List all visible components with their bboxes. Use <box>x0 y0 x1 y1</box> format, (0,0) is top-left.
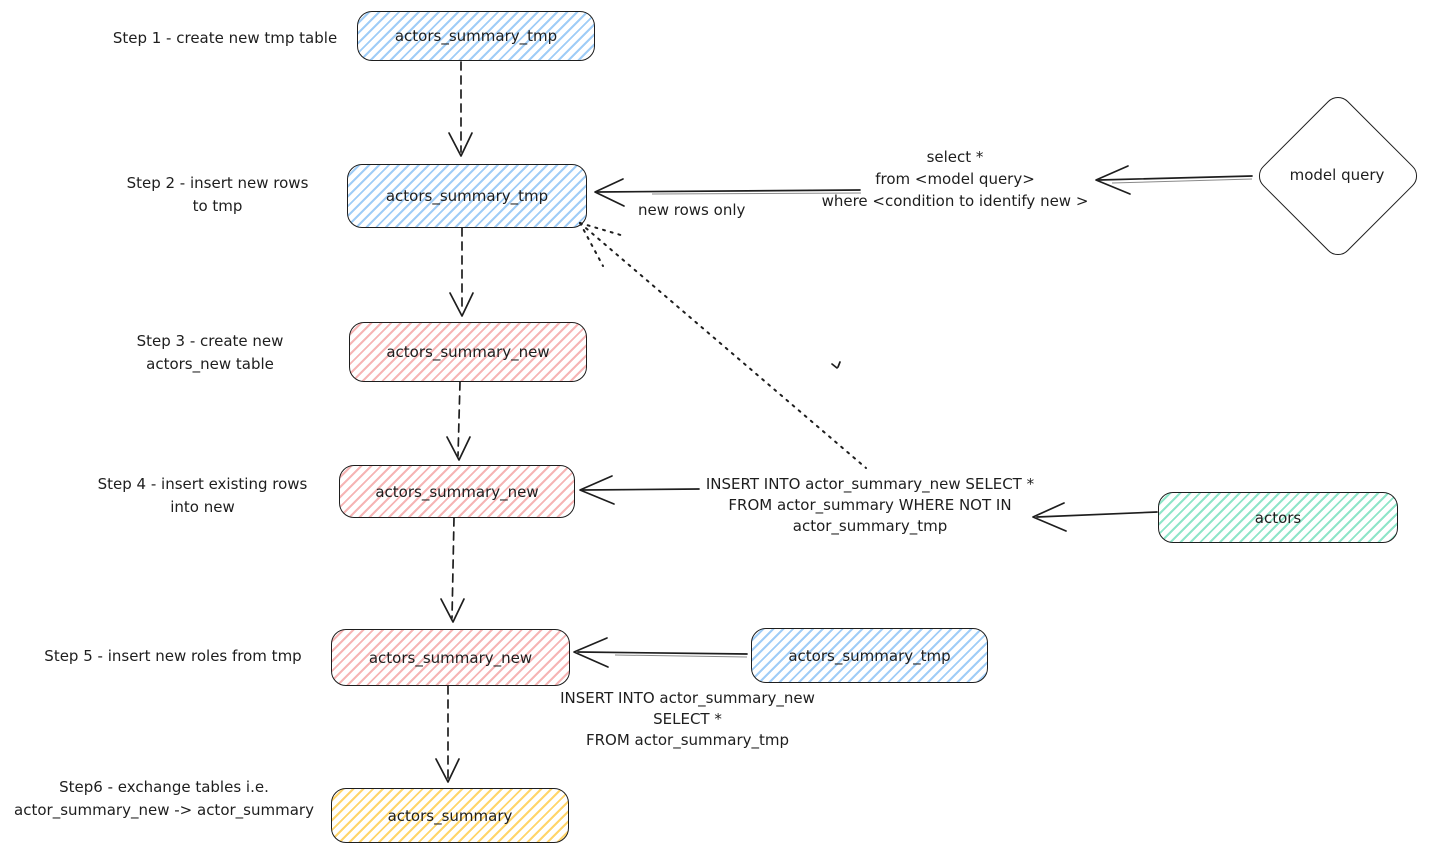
insert-tmp-line3: FROM actor_summary_tmp <box>585 731 790 749</box>
insert-where-not-in-annotation: INSERT INTO actor_summary_new SELECT * FR… <box>660 474 1080 537</box>
model-query-label: model query <box>1289 166 1385 184</box>
step-5-label-line1: Step 5 - insert new roles from tmp <box>44 647 302 665</box>
step-5-label: Step 5 - insert new roles from tmp <box>28 645 318 668</box>
step-4-label-line1: Step 4 - insert existing rows <box>97 475 308 493</box>
arrow-step4-to-step5 <box>440 517 465 623</box>
node-tmp-source: actors_summary_tmp <box>751 628 988 683</box>
step-6-label-line2: actor_summary_new -> actor_summary <box>14 801 314 819</box>
node-step3-actors-summary-new: actors_summary_new <box>349 322 587 382</box>
node-step6-actors-summary: actors_summary <box>331 788 569 843</box>
node-tmp-source-text: actors_summary_tmp <box>788 646 951 665</box>
arrow-step5-to-step6 <box>435 685 460 783</box>
node-step1-text: actors_summary_tmp <box>394 27 558 45</box>
node-step6-text: actors_summary <box>387 806 513 825</box>
new-rows-only-text: new rows only <box>638 201 746 219</box>
node-step4-actors-summary-new: actors_summary_new <box>339 465 575 518</box>
node-actors: actors <box>1158 492 1398 543</box>
step-2-label: Step 2 - insert new rows to tmp <box>110 172 325 218</box>
step-1-label: Step 1 - create new tmp table <box>95 27 355 50</box>
node-step1-actors-summary-tmp: actors_summary_tmp <box>357 11 595 61</box>
select-query-line2: from <model query> <box>875 170 1035 188</box>
new-rows-only-label: new rows only <box>638 199 758 222</box>
step-1-label-line1: Step 1 - create new tmp table <box>112 29 338 47</box>
node-step5-text: actors_summary_new <box>368 648 533 667</box>
arrow-step2-to-step3 <box>449 227 474 317</box>
select-query-line1: select * <box>926 148 984 166</box>
step-4-label: Step 4 - insert existing rows into new <box>85 473 320 519</box>
node-step4-text: actors_summary_new <box>375 482 539 501</box>
insert-notin-line2: FROM actor_summary WHERE NOT IN <box>728 496 1012 514</box>
node-step2-text: actors_summary_tmp <box>385 187 549 205</box>
insert-tmp-line2: SELECT * <box>653 710 722 728</box>
step-2-label-line1: Step 2 - insert new rows <box>126 174 309 192</box>
insert-notin-line1: INSERT INTO actor_summary_new SELECT * <box>705 475 1035 493</box>
node-step5-actors-summary-new: actors_summary_new <box>331 629 570 686</box>
step-2-label-line2: to tmp <box>192 197 243 215</box>
node-model-query-text: model query <box>1247 164 1427 187</box>
step-4-label-line2: into new <box>170 498 235 516</box>
node-actors-text: actors <box>1254 508 1302 527</box>
insert-tmp-line1: INSERT INTO actor_summary_new <box>560 689 815 707</box>
node-step3-text: actors_summary_new <box>386 343 550 361</box>
stray-mark <box>831 361 841 369</box>
insert-notin-line3: actor_summary_tmp <box>792 517 948 535</box>
node-step2-actors-summary-tmp: actors_summary_tmp <box>347 164 587 228</box>
step-6-label: Step6 - exchange tables i.e. actor_summar… <box>0 776 328 822</box>
arrow-step3-to-step4 <box>446 381 471 461</box>
arrow-tmp-source-to-step5 <box>573 637 748 668</box>
step-3-label-line1: Step 3 - create new <box>136 332 284 350</box>
step-3-label: Step 3 - create new actors_new table <box>120 330 300 376</box>
arrow-step1-to-step2 <box>448 61 473 157</box>
select-query-line3: where <condition to identify new > <box>821 192 1089 210</box>
select-query-annotation: select * from <model query> where <conditi… <box>785 146 1125 212</box>
step-3-label-line2: actors_new table <box>146 355 274 373</box>
arrow-dotted-tmp-reference <box>579 222 867 469</box>
step-6-label-line1: Step6 - exchange tables i.e. <box>59 778 269 796</box>
